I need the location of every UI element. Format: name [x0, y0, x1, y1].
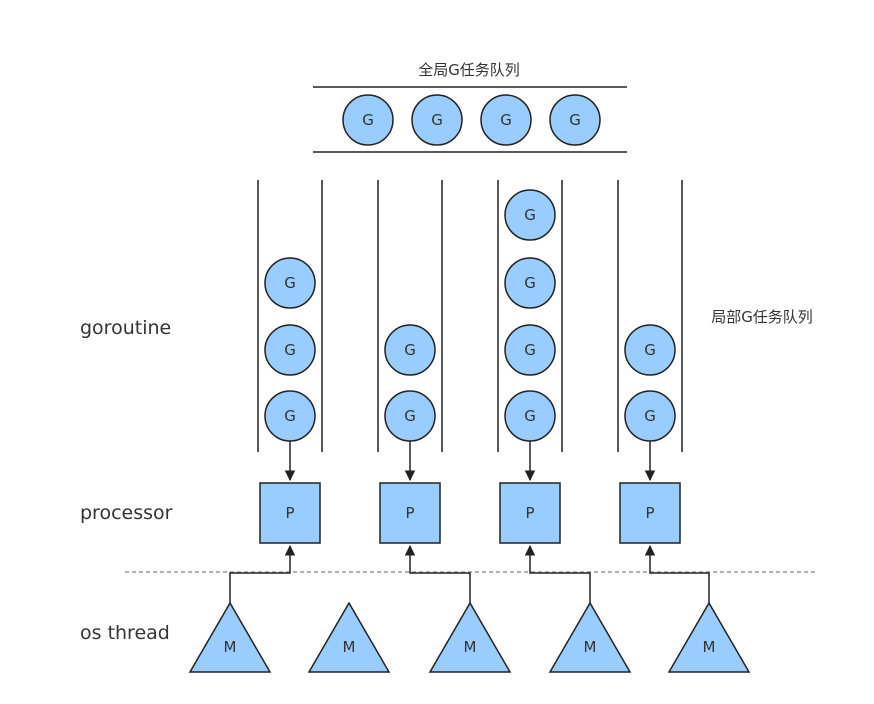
global-goroutine: G	[549, 94, 601, 146]
local-goroutine: G	[624, 324, 676, 376]
thread-triangle	[307, 601, 391, 673]
local-queue: G G P	[377, 180, 443, 544]
processor-label: P	[645, 504, 654, 522]
goroutine-label: G	[524, 274, 536, 292]
local-queues: G G G P G G P G G G G P G G P	[257, 180, 683, 544]
local-goroutine: G	[504, 324, 556, 376]
global-goroutine: G	[342, 94, 394, 146]
goroutine-label: G	[284, 341, 296, 359]
goroutine-circle	[504, 189, 556, 241]
os-thread: M	[307, 601, 391, 673]
processor: P	[379, 482, 441, 544]
processor-box	[619, 482, 681, 544]
local-queue: G G P	[617, 180, 683, 544]
goroutine-label: G	[524, 206, 536, 224]
local-goroutine: G	[504, 189, 556, 241]
local-goroutine: G	[504, 257, 556, 309]
processor-box	[499, 482, 561, 544]
goroutine-label: G	[284, 274, 296, 292]
thread-label: M	[224, 638, 237, 656]
local-goroutine: G	[504, 390, 556, 442]
goroutine-label: G	[644, 341, 656, 359]
thread-label: M	[703, 638, 716, 656]
goroutine-circle	[480, 94, 532, 146]
goroutine-label: G	[284, 407, 296, 425]
global-queue-title: 全局G任务队列	[418, 61, 520, 79]
processor: P	[619, 482, 681, 544]
thread-label: M	[343, 638, 356, 656]
goroutine-label: G	[362, 111, 374, 129]
goroutine-label: G	[404, 341, 416, 359]
thread-to-processor-arrow	[524, 544, 591, 603]
global-queue: 全局G任务队列 G G G G	[313, 61, 627, 153]
thread-label: M	[464, 638, 477, 656]
thread-triangle	[188, 601, 272, 673]
goroutine-label: G	[569, 111, 581, 129]
os-thread: M	[667, 601, 751, 673]
goroutine-label: G	[524, 407, 536, 425]
local-queue: G G G P	[257, 180, 323, 544]
goroutine-label: G	[404, 407, 416, 425]
goroutine-label: G	[644, 407, 656, 425]
processor: P	[259, 482, 321, 544]
thread-processor-connectors	[229, 544, 710, 603]
global-goroutine: G	[411, 94, 463, 146]
local-goroutine: G	[384, 324, 436, 376]
local-goroutine: G	[264, 324, 316, 376]
processor-label: P	[525, 504, 534, 522]
processor: P	[499, 482, 561, 544]
goroutine-circle	[624, 324, 676, 376]
processor-label: P	[285, 504, 294, 522]
goroutine-circle	[504, 257, 556, 309]
local-goroutine: G	[264, 257, 316, 309]
thread-label: M	[584, 638, 597, 656]
local-goroutine: G	[264, 390, 316, 442]
local-goroutine: G	[384, 390, 436, 442]
local-goroutine: G	[624, 390, 676, 442]
goroutine-circle	[549, 94, 601, 146]
goroutine-label: G	[524, 341, 536, 359]
processor-label: P	[405, 504, 414, 522]
local-queue: G G G G P	[497, 180, 563, 544]
goroutine-circle	[264, 324, 316, 376]
processor-row-label: processor	[80, 502, 173, 524]
goroutine-circle	[384, 324, 436, 376]
goroutine-label: G	[500, 111, 512, 129]
thread-triangle	[548, 601, 632, 673]
thread-triangle	[428, 601, 512, 673]
goroutine-circle	[342, 94, 394, 146]
thread-to-processor-arrow	[404, 544, 471, 603]
thread-to-processor-arrow	[229, 544, 296, 603]
thread-triangle	[667, 601, 751, 673]
goroutine-circle	[504, 324, 556, 376]
os-thread-row-label: os thread	[80, 622, 170, 644]
goroutine-circle	[264, 257, 316, 309]
processor-box	[259, 482, 321, 544]
goroutine-row-label: goroutine	[80, 317, 171, 339]
os-thread: M	[428, 601, 512, 673]
local-queue-label: 局部G任务队列	[711, 308, 813, 326]
os-thread: M	[548, 601, 632, 673]
processor-box	[379, 482, 441, 544]
os-thread: M	[188, 601, 272, 673]
goroutine-circle	[411, 94, 463, 146]
goroutine-label: G	[431, 111, 443, 129]
global-goroutine: G	[480, 94, 532, 146]
thread-to-processor-arrow	[644, 544, 710, 603]
